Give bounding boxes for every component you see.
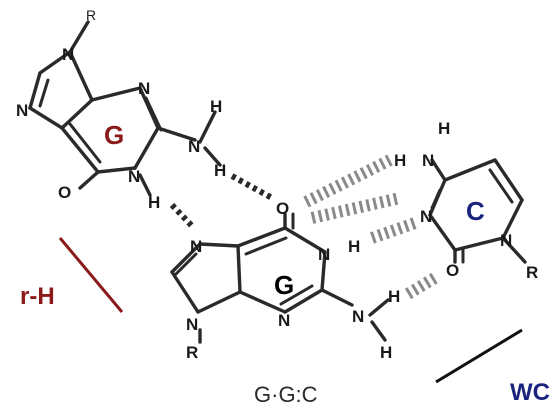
guanine-top [28,20,222,197]
atom-h: H [438,119,450,138]
atom-h: H [214,161,226,180]
edge-line-right [435,328,523,384]
guanine-middle [170,212,390,344]
atom-n: N [422,151,434,170]
atom-h: H [210,97,222,116]
atom-n: N [420,207,432,226]
atom-n: N [62,45,74,64]
atom-o: O [276,199,289,218]
base-label-g-middle: G [274,270,294,300]
atom-n: N [128,167,140,186]
atom-h: H [394,151,406,170]
atom-r: R [526,263,538,282]
edge-line-left [58,237,124,313]
atom-n: N [16,101,28,120]
atom-h: H [388,287,400,306]
base-label-g-top: G [104,120,124,150]
atom-h: H [148,193,160,212]
atom-h: H [380,343,392,362]
edge-label-left: r-H [20,283,55,310]
atom-o: O [58,183,71,202]
atom-labels: N R N N O N N H H H O N N H N R N N H H … [16,7,538,362]
atom-o: O [446,261,459,280]
atom-n: N [318,245,330,264]
atom-n: N [190,237,202,256]
atom-n: N [188,137,200,156]
atom-n: N [500,231,512,250]
base-label-c: C [466,196,485,226]
cytosine [428,158,527,264]
edge-label-right: WC [510,379,550,406]
atom-r: R [86,7,96,23]
triplet-caption: G·G:C [254,382,318,407]
atom-n: N [352,307,364,326]
hydrogen-bonds [169,154,442,300]
atom-h: H [348,237,360,256]
atom-r: R [186,343,198,362]
atom-n: N [278,311,290,330]
atom-n: N [186,315,198,334]
atom-n: N [138,79,150,98]
